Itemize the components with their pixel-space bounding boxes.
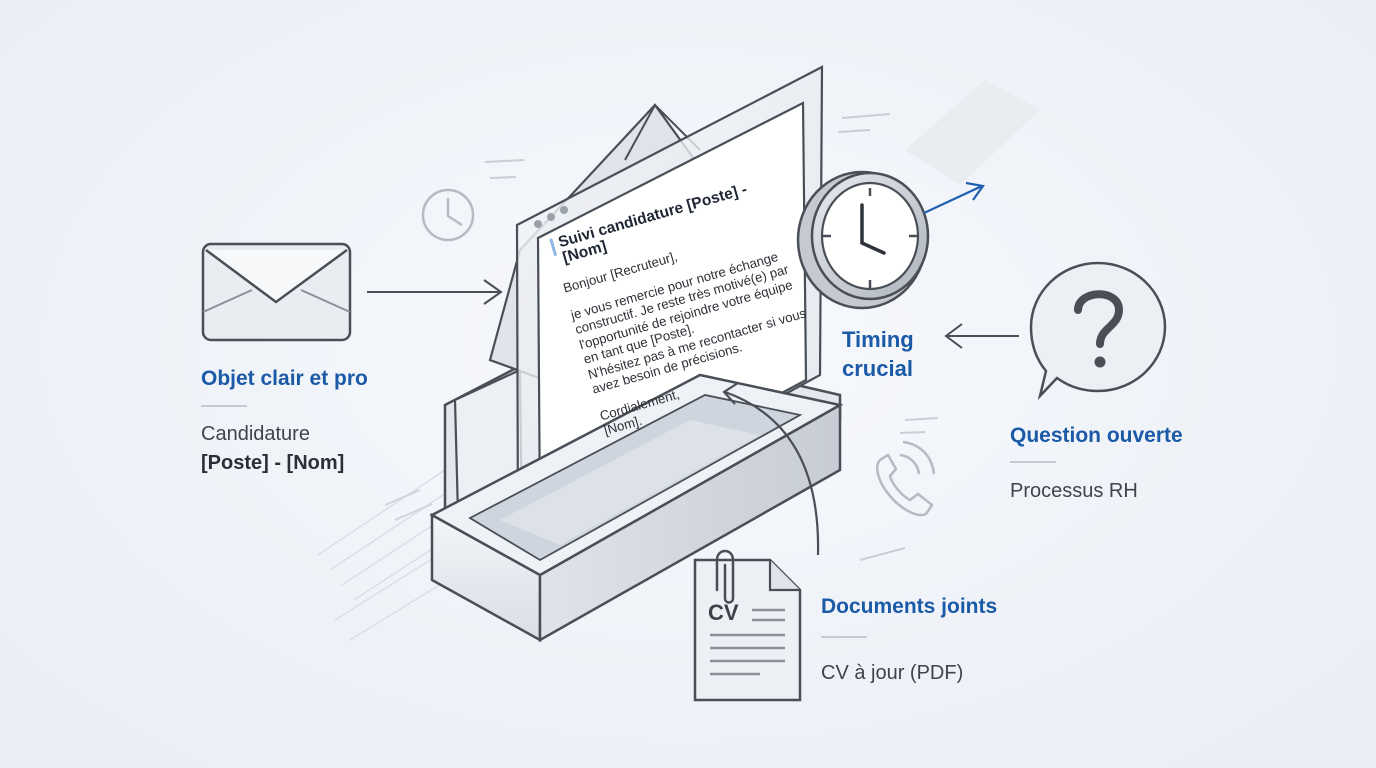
timing-title: Timing crucial bbox=[842, 327, 914, 381]
background-decoration bbox=[317, 80, 1040, 641]
phone-icon bbox=[876, 440, 936, 517]
subject-description: Candidature [Poste] - [Nom] bbox=[201, 423, 345, 474]
cv-document-icon: CV bbox=[693, 549, 802, 702]
subject-title: Objet clair et pro bbox=[201, 367, 368, 390]
documents-title: Documents joints bbox=[821, 595, 998, 618]
documents-description: CV à jour (PDF) bbox=[821, 662, 964, 684]
arrow-question-to-timing bbox=[944, 323, 1019, 349]
cv-label: CV bbox=[708, 600, 739, 625]
question-bubble-icon bbox=[1029, 261, 1167, 401]
clock-icon bbox=[796, 170, 930, 310]
tray-front bbox=[429, 373, 844, 643]
question-divider bbox=[1010, 461, 1056, 463]
documents-divider bbox=[821, 636, 867, 638]
question-title: Question ouverte bbox=[1010, 424, 1183, 447]
arrow-timing-out bbox=[923, 181, 985, 214]
arrow-cv-to-letter bbox=[722, 382, 820, 556]
question-description: Processus RH bbox=[1010, 480, 1138, 502]
small-clock-icon bbox=[421, 188, 475, 242]
envelope-icon bbox=[201, 242, 352, 342]
subject-divider bbox=[201, 405, 247, 407]
arrow-to-letter bbox=[367, 279, 503, 305]
